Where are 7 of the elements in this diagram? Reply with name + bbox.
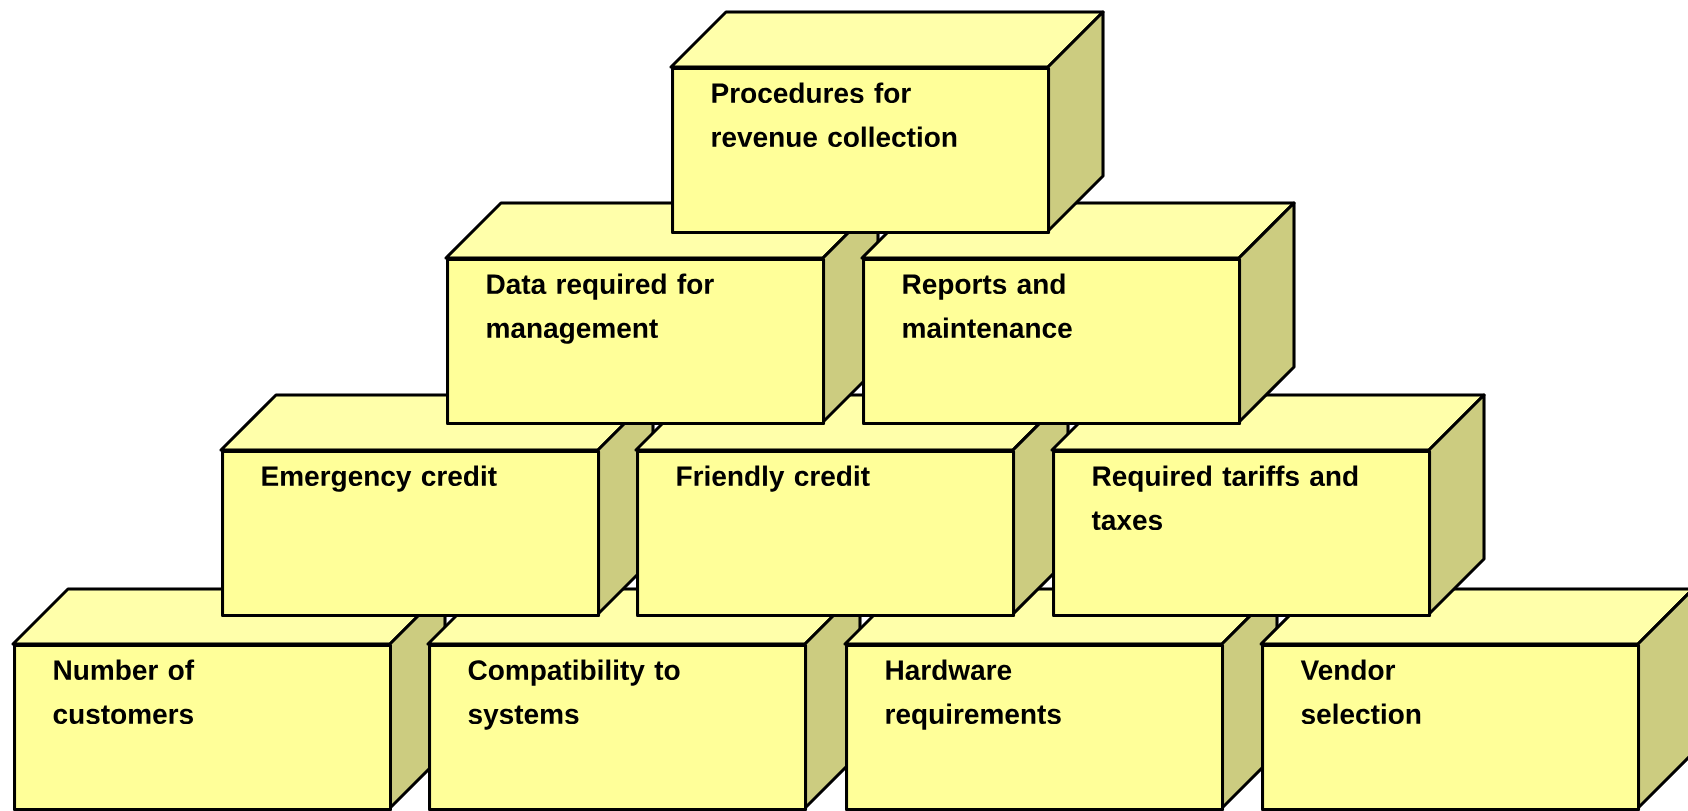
- block-box: Procedures for revenue collection: [669, 10, 1105, 235]
- block-box: Reports and maintenance: [860, 201, 1296, 426]
- node-label: Compatibility to systems: [468, 659, 680, 730]
- node-label: Number of customers: [53, 659, 195, 725]
- block-box: Required tariffs and taxes: [1050, 393, 1486, 618]
- block-box: Vendor selection: [1259, 587, 1688, 811]
- node-label: Hardware requirements: [886, 659, 1061, 730]
